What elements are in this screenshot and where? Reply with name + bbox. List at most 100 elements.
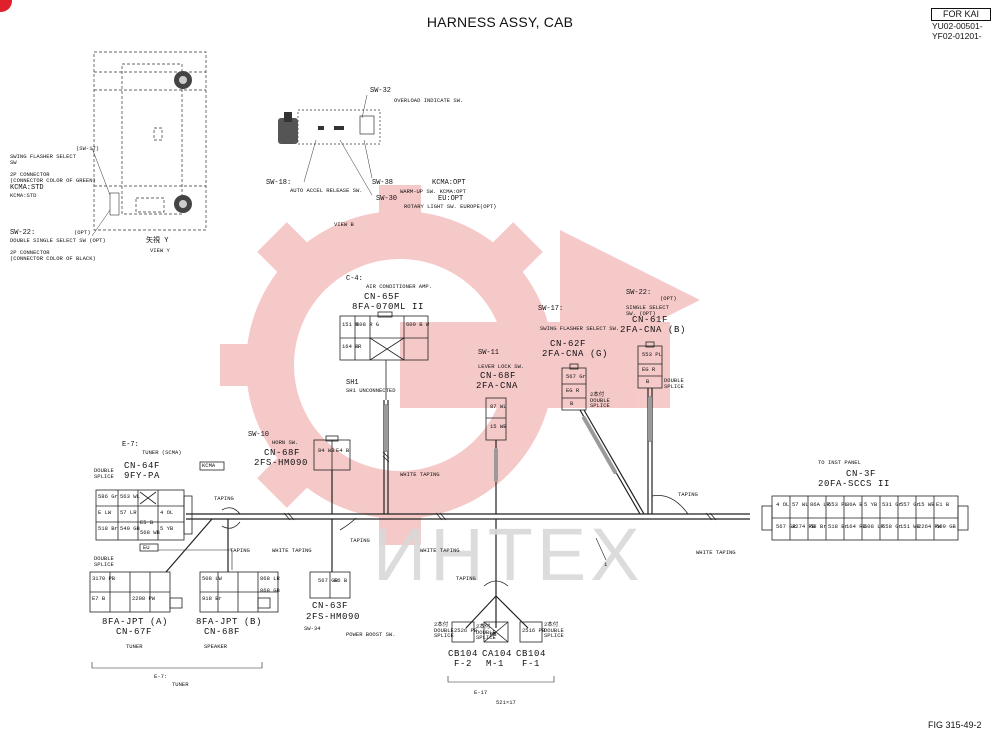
jpt-b-cell-2: 868 LR bbox=[260, 575, 280, 582]
sheaths bbox=[384, 396, 652, 482]
jpt-a-conn: CN-67F bbox=[116, 627, 153, 637]
connector-cn62f-shape bbox=[561, 363, 587, 411]
sw22-ref: SW-22: bbox=[626, 289, 652, 297]
taping-marks bbox=[283, 451, 717, 521]
e7-cell-7: 5 YB bbox=[160, 525, 174, 532]
e7-splice-2: DOUBLE SPLICE bbox=[94, 555, 114, 568]
sw22-type: 2FA-CNA (B) bbox=[620, 325, 687, 335]
e7-id: CN-64F bbox=[124, 461, 161, 471]
e7-cell-0: 586 Gr bbox=[98, 493, 118, 500]
jpt-a-cell-2: 2208 PW bbox=[132, 595, 156, 602]
e7-cell-1: 563 WL bbox=[120, 493, 140, 500]
white-taping-1: WHITE TAPING bbox=[272, 547, 312, 554]
jpt-b-conn: CN-68F bbox=[204, 627, 241, 637]
ca104-m1-splice: 2本付 DOUBLE SPLICE bbox=[476, 623, 496, 641]
jpt-b-cell-0: 508 LW bbox=[202, 575, 222, 582]
vy-sw17-ref: (SW-17) bbox=[76, 145, 100, 152]
c4-type: 8FA-070ML II bbox=[352, 302, 425, 312]
sw22-splice: DOUBLE SPLICE bbox=[664, 377, 684, 390]
sw17-cell-1: EG R bbox=[566, 387, 580, 394]
cn3f-cell-8: 68 Br bbox=[810, 523, 827, 530]
vy-kcma-sub: KCMA:STD bbox=[10, 192, 37, 199]
cn3f-cell-0: 4 OL bbox=[776, 501, 790, 508]
connector-cn65f-shape bbox=[339, 311, 429, 400]
jpt-b-cell-1: 918 Br bbox=[202, 595, 222, 602]
c4-ref: C-4: bbox=[346, 275, 363, 283]
sw17-ref: SW-17: bbox=[538, 305, 564, 313]
view-b-lever bbox=[278, 112, 375, 144]
connector-cn68f-lever-shape bbox=[485, 397, 507, 441]
sw34-cell-0: 567 GR bbox=[318, 577, 338, 584]
ca104-m1-pin: M-1 bbox=[486, 659, 505, 669]
sheet-title: HARNESS ASSY, CAB bbox=[426, 14, 574, 30]
serial-line-1: YU02-00501- bbox=[932, 21, 983, 31]
sw34-id: CN-63F bbox=[312, 601, 349, 611]
white-taping-3: WHITE TAPING bbox=[420, 547, 460, 554]
e7-bottom-desc: TUNER bbox=[172, 681, 189, 688]
cn3f-pre: TO INST PANEL bbox=[818, 459, 861, 466]
c4-cell-0: 151 R bbox=[342, 321, 359, 328]
jpt-a-cell-0: 3170 PB bbox=[92, 575, 116, 582]
cn3f-cell-7: 2274 PB bbox=[792, 523, 816, 530]
cn3f-cell-9: 518 Br bbox=[828, 523, 848, 530]
cn3f-cell-6: 567 GR bbox=[776, 523, 796, 530]
sw34-type: 2FS-HM090 bbox=[306, 612, 361, 622]
e17-sub: 521×17 bbox=[496, 699, 516, 706]
serial-range: YU02-00501- YF02-01201- bbox=[932, 21, 983, 41]
cn3f-cell-16: 508 LR bbox=[864, 523, 884, 530]
sw10-type: 2FS-HM090 bbox=[254, 458, 309, 468]
cn3f-cell-11: 557 Gr bbox=[900, 501, 920, 508]
cn3f-cell-14: 2264 PW bbox=[918, 523, 942, 530]
cb104-f2-pin: F-2 bbox=[454, 659, 473, 669]
watermark-gear-logo bbox=[220, 185, 700, 545]
cb104-f2-cell: 2526 PB bbox=[454, 627, 478, 634]
connector-cn64f-shape bbox=[95, 461, 225, 552]
cn3f-cell-4: 86A B bbox=[846, 501, 863, 508]
c4-id: CN-65F bbox=[364, 292, 401, 302]
cb104-f1-cell: 2516 PB bbox=[522, 627, 546, 634]
cn3f-cell-1: 57 WL bbox=[792, 501, 809, 508]
vb-sw18-desc: AUTO ACCEL RELEASE SW. bbox=[290, 187, 363, 194]
jpt-b-id: 8FA-JPT (B) bbox=[196, 617, 263, 627]
sw17-desc: SWING FLASHER SELECT SW. bbox=[540, 325, 620, 332]
sw34-cell-1: E6 B bbox=[334, 577, 348, 584]
vy-caption-jp: 矢視 Y bbox=[146, 237, 169, 245]
callout-1: 1 bbox=[604, 561, 608, 568]
connector-cn63f-shape bbox=[309, 571, 351, 599]
watermark-text: ИНТЕХ bbox=[373, 513, 644, 596]
sw22-opt: (OPT) bbox=[660, 295, 677, 302]
sw11-ref: SW-11 bbox=[478, 349, 500, 357]
vy-conn-note4: (CONNECTOR COLOR OF BLACK) bbox=[10, 255, 96, 262]
sw22-cell-0: 553 PL bbox=[642, 351, 662, 358]
sw17-splice: 2本付 DOUBLE SPLICE bbox=[590, 391, 610, 409]
vb-eu-opt: EU:OPT bbox=[438, 195, 464, 203]
connector-cn68f-horn-shape bbox=[313, 435, 351, 471]
taping-label-2: TAPING bbox=[230, 547, 250, 554]
vb-sw32-desc: OVERLOAD INDICATE SW. bbox=[394, 97, 464, 104]
connector-cn3f-shape bbox=[761, 495, 969, 541]
sw17-type: 2FA-CNA (G) bbox=[542, 349, 609, 359]
region-box-label: FOR KAI bbox=[931, 8, 991, 21]
vy-conn-note3: 2P CONNECTOR bbox=[10, 249, 50, 256]
c4-desc: AIR CONDITIONER AMP. bbox=[366, 283, 433, 290]
jpt-a-desc: TUNER bbox=[126, 643, 143, 650]
e7-splice-1: DOUBLE SPLICE bbox=[94, 467, 114, 480]
e7-kcma: KCMA bbox=[202, 462, 216, 469]
c4-cell-4: R bbox=[358, 343, 362, 350]
cn3f-id: CN-3F bbox=[846, 469, 877, 479]
cn3f-cell-19: 609 GB bbox=[936, 523, 956, 530]
sw10-id: CN-68F bbox=[264, 448, 301, 458]
figure-number: FIG 315-49-2 bbox=[928, 720, 982, 730]
c4-cell-2: 609 B W bbox=[406, 321, 430, 328]
sw34-ref: SW-34 bbox=[304, 625, 321, 632]
vy-sw22-desc: DOUBLE SINGLE SELECT SW (OPT) bbox=[10, 237, 106, 244]
cn3f-cell-13: E1 B bbox=[936, 501, 950, 508]
sw11-cell-0: 87 WL bbox=[490, 403, 507, 410]
taping-label-5: TAPING bbox=[678, 491, 698, 498]
e7-cell-2: E LW bbox=[98, 509, 112, 516]
cn3f-cell-3: 553 PL bbox=[828, 501, 848, 508]
cn3f-cell-10: 531 Gr bbox=[882, 501, 902, 508]
view-y-panel bbox=[93, 51, 207, 231]
e7-cell-3: 4 OL bbox=[160, 509, 174, 516]
